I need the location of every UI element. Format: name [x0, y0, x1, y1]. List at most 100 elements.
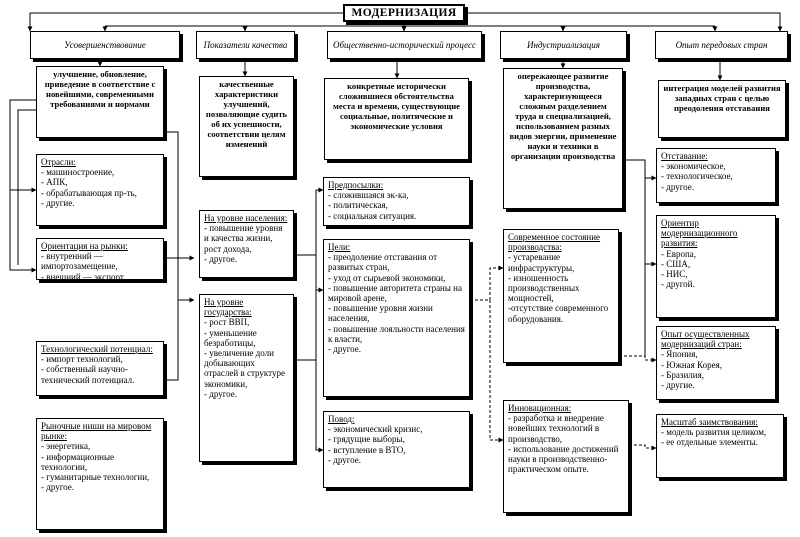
header-improvement: Усовершенствование	[30, 31, 180, 59]
block-head: Инновационная:	[508, 403, 572, 413]
block-preconditions: Предпосылки: - сложившаяся эк-ка, - поли…	[323, 177, 470, 226]
block-item: - другое.	[204, 388, 238, 399]
block-market-niches: Рыночные ниши на мировом рынке: - энерге…	[36, 418, 164, 530]
block-item: - Бразилия,	[661, 369, 704, 380]
header-advanced-countries-experience: Опыт передовых стран	[655, 31, 788, 59]
block-item: - другие.	[661, 380, 695, 391]
block-item: - устаревание инфраструктуры,	[508, 252, 575, 273]
block-item: - модель развития целиком,	[661, 427, 767, 438]
block-item: - преодоление отставания от развитых стр…	[328, 252, 438, 273]
block-population-level: На уровне населения: - повышение уровня …	[199, 210, 294, 278]
block-head: На уровне населения:	[204, 213, 288, 223]
block-item: - ее отдельные элементы.	[661, 437, 758, 448]
block-item: - использование достижений науки в произ…	[508, 443, 619, 475]
block-item: - технологическое,	[661, 171, 733, 182]
block-state-level: На уровне государства: - рост ВВП, - уме…	[199, 294, 294, 462]
block-item: - гуманитарные технологии,	[41, 472, 150, 483]
block-item: - уменьшение безработицы,	[204, 327, 257, 348]
block-item: - изношенность производственных мощносте…	[508, 272, 580, 304]
block-head: Рыночные ниши на мировом рынке:	[41, 421, 152, 442]
block-head: На уровне государства:	[204, 297, 252, 318]
block-item: - США,	[661, 258, 691, 269]
block-item: - экономический кризис,	[328, 424, 423, 435]
connector-modern-exp	[619, 355, 657, 363]
block-item: - информационные технологии,	[41, 451, 115, 472]
block-item: - сложившаяся эк-ка,	[328, 190, 409, 201]
block-item: - другие.	[41, 197, 75, 208]
connector-c1-inner	[17, 109, 36, 265]
description-improvement: улучшение, обновление, приведение в соот…	[36, 66, 164, 138]
block-head: Современное состояние производства:	[508, 232, 601, 253]
block-technological-potential: Технологический потенциал: - импорт техн…	[36, 341, 164, 396]
block-item: - социальная ситуация.	[328, 210, 417, 221]
block-item: - экономическое,	[661, 161, 726, 172]
connector-goals-innov	[489, 300, 504, 443]
block-item: - политическая,	[328, 200, 388, 211]
header-quality-indicators: Показатели качества	[196, 31, 295, 59]
block-head: Ориентация на рынки:	[41, 241, 128, 251]
block-item: - другое.	[661, 181, 695, 192]
block-item: - другое.	[41, 482, 75, 493]
block-item: - Европа,	[661, 248, 697, 259]
description-social-historical-process: конкретные исторически сложившиеся обсто…	[324, 78, 469, 160]
block-goals: Цели: - преодоление отставания от развит…	[323, 239, 470, 397]
block-head: Повод:	[328, 414, 355, 424]
diagram-title: МОДЕРНИЗАЦИЯ	[343, 4, 465, 22]
block-item: - разработка и внедрение новейших технол…	[508, 413, 604, 444]
block-head: Ориентир модернизационного развития:	[661, 218, 738, 249]
header-industrialization: Индустриализация	[500, 31, 627, 59]
block-item: - рост ВВП,	[204, 317, 250, 328]
block-market-orientation: Ориентация на рынки: - внутренний — импо…	[36, 238, 164, 280]
block-item: - другое.	[204, 253, 238, 264]
connector-c1-right	[164, 131, 179, 381]
block-item: - АПК,	[41, 177, 68, 188]
block-head: Опыт осуществленных модернизаций стран:	[661, 329, 750, 350]
block-head: Цели:	[328, 242, 351, 252]
block-item: - повышение авторитета страны на мировой…	[328, 282, 462, 304]
connector-c1-spine	[9, 99, 37, 273]
block-item: - другое.	[328, 454, 362, 465]
connector-c3-spine	[315, 190, 324, 453]
block-item: - грядущие выборы,	[328, 434, 405, 445]
block-item: - повышение лояльности населения к власт…	[328, 323, 465, 344]
block-item: рост дохода,	[204, 243, 252, 254]
block-modernization-experience: Опыт осуществленных модернизаций стран: …	[656, 326, 776, 400]
block-item: - внутренний — импортозамещение,	[41, 251, 118, 272]
block-item: - другой.	[661, 279, 695, 290]
block-item: - увеличение доли добывающих отраслей в …	[204, 348, 285, 389]
description-advanced-countries-experience: интеграция моделей развития западных стр…	[658, 80, 786, 138]
connector-c5-ref	[644, 178, 657, 267]
block-item: - другое.	[328, 344, 362, 355]
block-item: - импорт технологий,	[41, 354, 123, 365]
block-lag: Отставание: - экономическое, - технологи…	[656, 148, 776, 203]
block-development-reference: Ориентир модернизационного развития: - Е…	[656, 215, 776, 318]
connector-goals-modern	[470, 265, 504, 301]
block-item: - собственный научно-технический потенци…	[41, 364, 135, 385]
block-borrowing-scale: Масштаб заимствования: - модель развития…	[656, 414, 784, 478]
block-current-production-state: Современное состояние производства: - ус…	[503, 229, 619, 363]
block-item: - повышение уровня жизни населения,	[328, 303, 433, 324]
block-head: Предпосылки:	[328, 180, 384, 190]
block-item: - повышение уровня и качества жизни,	[204, 223, 283, 244]
block-item: - энергетика,	[41, 441, 91, 452]
block-item: - обрабатывающая пр-ть,	[41, 187, 137, 198]
block-occasion: Повод: - экономический кризис, - грядущи…	[323, 411, 470, 488]
block-head: Технологический потенциал:	[41, 344, 153, 354]
description-industrialization: опережающее развитие производства, харак…	[503, 68, 623, 209]
block-item: - внешний — экспорт.	[41, 271, 126, 280]
block-head: Масштаб заимствования:	[661, 417, 758, 427]
description-quality-indicators: качественные характеристики улучшений, п…	[199, 76, 294, 177]
block-item: - Япония,	[661, 349, 698, 360]
header-social-historical-process: Общественно-исторический процесс	[327, 31, 482, 59]
block-item: - Южная Корея,	[661, 359, 722, 370]
block-item: - вступление в ВТО,	[328, 444, 406, 455]
connector-title-c1	[27, 12, 343, 32]
block-item: - НИС,	[661, 269, 688, 280]
connector-innov-scale	[629, 444, 657, 451]
block-head: Отставание:	[661, 151, 708, 161]
block-head: Отрасли:	[41, 157, 76, 167]
connector-title-c5	[465, 12, 783, 32]
block-item: -отсутствие современного оборудования.	[508, 303, 609, 324]
